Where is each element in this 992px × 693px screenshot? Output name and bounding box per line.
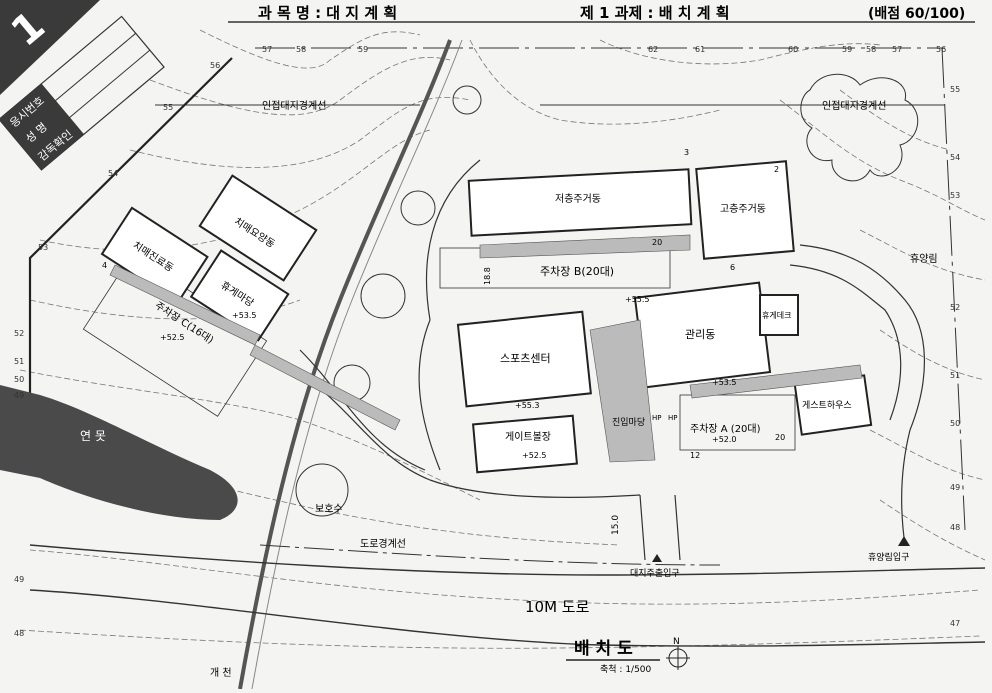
pond xyxy=(0,385,238,520)
contour-top-5: 60 xyxy=(788,45,798,54)
subject-title: 과 목 명 : 대 지 계 획 xyxy=(258,4,397,22)
forest-entrance-arrow xyxy=(898,536,910,546)
score-label: (배점 60/100) xyxy=(868,5,965,22)
contour-right-5: 50 xyxy=(950,419,960,428)
building-low-rise-housing xyxy=(467,168,693,237)
contour-numbers: 57 58 59 62 61 60 59 58 57 56 56 55 54 5… xyxy=(14,45,960,638)
dim-2: 2 xyxy=(774,165,779,174)
contour-right-1: 54 xyxy=(950,153,960,162)
stream-label: 개 천 xyxy=(210,667,232,679)
contour-top-2: 59 xyxy=(358,45,368,54)
building-rest-deck xyxy=(759,294,799,336)
contour-left-5: 51 xyxy=(14,357,24,366)
road-label: 10M 도로 xyxy=(525,598,590,616)
pond-label: 연 못 xyxy=(80,429,106,443)
dim-3: 3 xyxy=(684,148,689,157)
contour-top-3: 62 xyxy=(648,45,658,54)
rest-deck-label: 휴게데크 xyxy=(762,310,791,320)
dim-18: 18.8 xyxy=(483,267,492,285)
parking-b-label: 주차장 B(20대) xyxy=(540,265,614,278)
contour-left-1: 55 xyxy=(163,103,173,112)
contour-left-0: 56 xyxy=(210,61,220,70)
contour-left-3: 53 xyxy=(38,243,48,252)
dim-4: 4 xyxy=(102,261,107,270)
forest-edge xyxy=(800,73,919,182)
drawing-title: 배 치 도 xyxy=(574,639,633,659)
adjacent-boundary-right: 인접대지경계선 xyxy=(822,99,886,112)
contour-right-3: 52 xyxy=(950,303,960,312)
building-sports-center xyxy=(456,310,592,408)
level-mid: +55.3 xyxy=(515,401,540,410)
level-parking-a: +52.0 xyxy=(712,435,737,444)
building-high-rise-housing xyxy=(695,160,795,260)
site-entrance-label: 대지주출입구 xyxy=(630,567,680,579)
protected-tree-label: 보호수 xyxy=(315,503,343,515)
contour-right-8: 47 xyxy=(950,619,960,628)
contour-top-8: 57 xyxy=(892,45,902,54)
contour-top-1: 58 xyxy=(296,45,306,54)
contour-left-2: 54 xyxy=(108,169,118,178)
contour-right-4: 51 xyxy=(950,371,960,380)
low-rise-housing-label: 저층주거동 xyxy=(555,193,601,205)
forest-entrance-label: 휴양림입구 xyxy=(868,551,909,563)
contour-right-2: 53 xyxy=(950,191,960,200)
management-label: 관리동 xyxy=(685,328,715,341)
contour-top-9: 56 xyxy=(936,45,946,54)
building-gateball xyxy=(472,414,578,474)
tree-circles xyxy=(295,85,482,517)
dim-20a: 20 xyxy=(652,238,662,247)
drawing-scale: 축척 : 1/500 xyxy=(600,664,652,675)
contour-top-4: 61 xyxy=(695,45,705,54)
entrance-yard-label: 진입마당 xyxy=(612,416,645,428)
dim-20b: 20 xyxy=(775,433,785,442)
site-entrance-arrow xyxy=(652,554,662,562)
guest-house-label: 게스트하우스 xyxy=(802,400,852,411)
hp-left: HP xyxy=(652,414,662,422)
contour-top-7: 58 xyxy=(866,45,876,54)
dim-6: 6 xyxy=(730,263,735,272)
contour-top-6: 59 xyxy=(842,45,852,54)
road xyxy=(29,544,986,647)
contour-top-0: 57 xyxy=(262,45,272,54)
contour-right-7: 48 xyxy=(950,523,960,532)
forest-label: 휴양림 xyxy=(910,253,938,265)
contour-right-0: 55 xyxy=(950,85,960,94)
high-rise-housing-label: 고층주거동 xyxy=(720,203,766,215)
gateball-label: 게이트볼장 xyxy=(505,431,551,443)
sports-center-label: 스포츠센터 xyxy=(500,352,551,365)
contour-left-6: 50 xyxy=(14,375,24,384)
adjacent-boundary-left: 인접대지경계선 xyxy=(262,99,326,112)
building-dental-care xyxy=(198,174,318,282)
parking-a-label: 주차장 A (20대) xyxy=(690,423,761,435)
contour-right-6: 49 xyxy=(950,483,960,492)
dim-15: 15.0 xyxy=(611,515,621,535)
level-mgmt: +53.5 xyxy=(712,378,737,387)
hp-right: HP xyxy=(668,414,678,422)
task-title: 제 1 과제 : 배 치 계 획 xyxy=(580,4,730,22)
level-parking-c: +52.5 xyxy=(160,333,185,342)
level-parking-b: +55.5 xyxy=(625,295,650,304)
contour-left-9: 48 xyxy=(14,629,24,638)
page-number-tab xyxy=(0,0,100,95)
road-boundary-label: 도로경계선 xyxy=(360,537,406,550)
level-gateball: +52.5 xyxy=(522,451,547,460)
hatched-paths xyxy=(109,234,863,463)
contour-left-8: 49 xyxy=(14,575,24,584)
stream xyxy=(238,39,452,690)
north-label: N xyxy=(673,637,680,647)
dim-12: 12 xyxy=(690,451,700,460)
level-rest: +53.5 xyxy=(232,311,257,320)
contour-left-7: 49 xyxy=(14,391,24,400)
contour-left-4: 52 xyxy=(14,329,24,338)
